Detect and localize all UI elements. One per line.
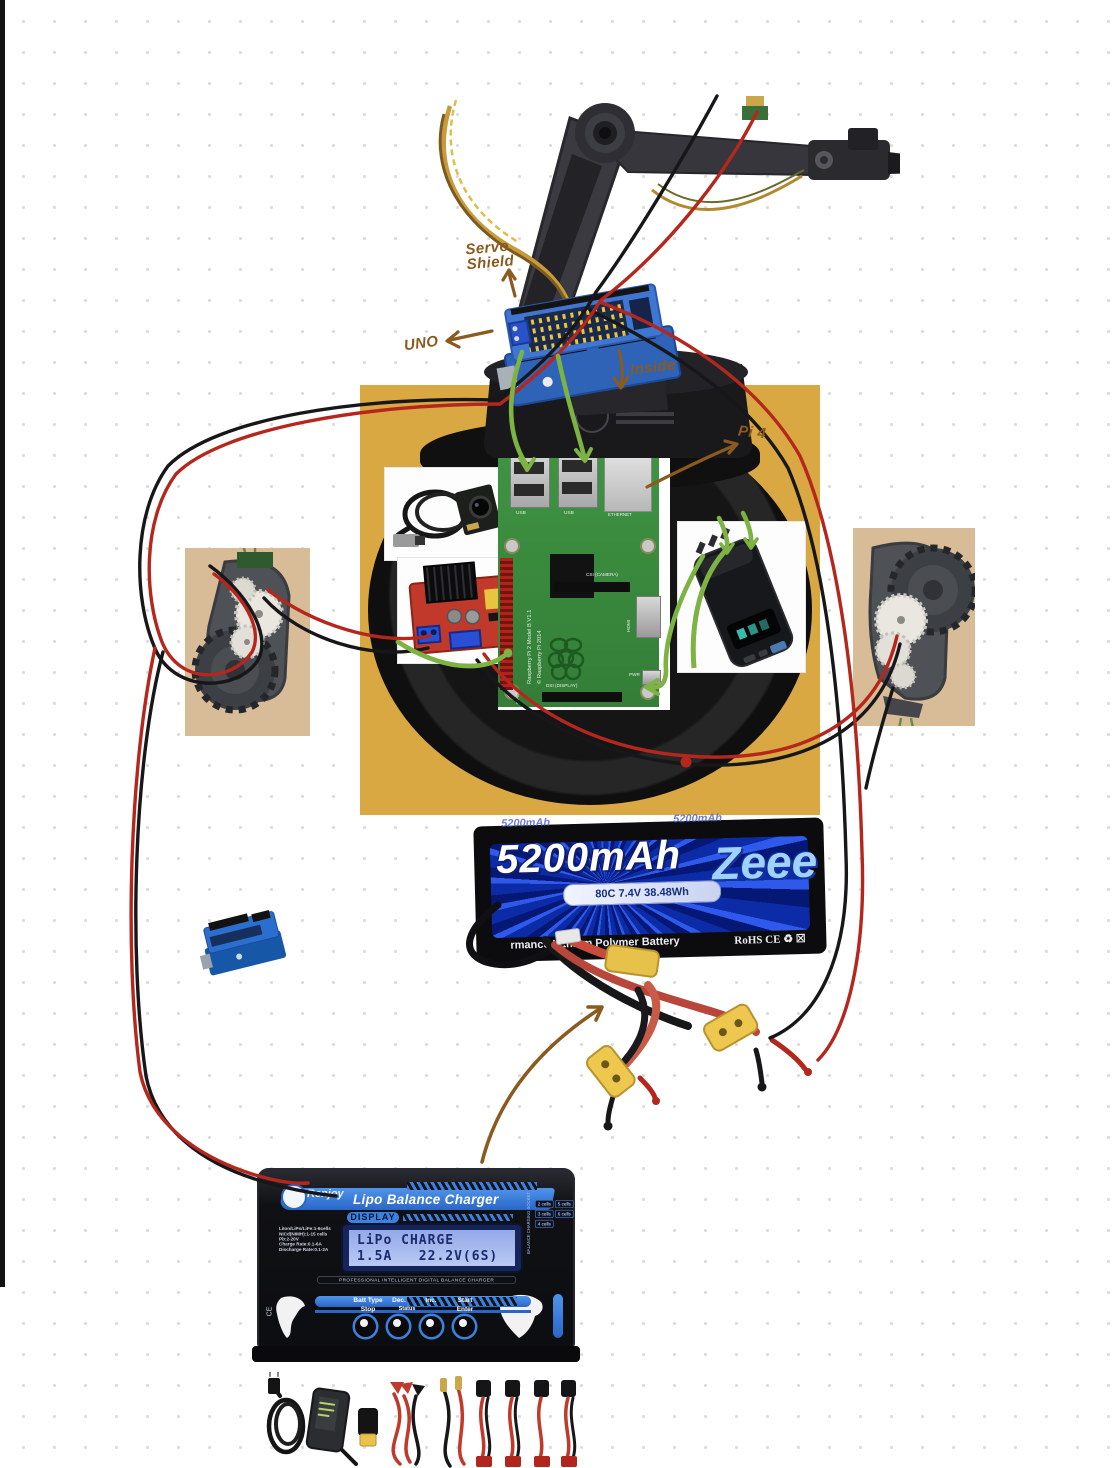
alligator-clips: [390, 1382, 425, 1466]
dsi-connector: [542, 692, 622, 702]
cell-labels: 2 cells 3 cells 4 cells: [535, 1200, 554, 1230]
usb-port: [743, 654, 756, 664]
hatch-stripes: [407, 1182, 537, 1190]
mount-hole: [504, 538, 520, 554]
start-label: Start: [457, 1297, 473, 1304]
cell-labels: 5 cells 6 cells: [555, 1200, 574, 1220]
wheel-pcb: [237, 552, 273, 568]
lcd-line2: 1.5A 22.2V(6S): [357, 1249, 499, 1264]
charger-footer: PROFESSIONAL INTELLIGENT DIGITAL BALANCE…: [317, 1276, 517, 1284]
raspberry-logo: [547, 637, 585, 681]
hatch-stripes: [407, 1297, 517, 1306]
cell-label: 6 cells: [555, 1209, 574, 1218]
xt60-right: [703, 1003, 759, 1052]
batt-type-label: Batt Type: [353, 1297, 383, 1304]
charger-specs: LiIon/LiPo/LiFe:1-6cells NiCd(NiMH):1-15…: [279, 1226, 343, 1252]
gripper: [888, 152, 900, 174]
dec-label: Dec.: [392, 1297, 406, 1304]
annotation-pi4: Pi 4: [737, 422, 768, 443]
green-cable: [690, 546, 730, 669]
black-wires: [134, 94, 902, 1198]
xt60-battery: [604, 944, 660, 978]
usb-camera-photo: [385, 468, 510, 560]
dec-knob: [388, 1316, 409, 1337]
xt60-left: [586, 1045, 636, 1098]
inc-label: Inc.: [425, 1297, 437, 1304]
power-adapter: [305, 1387, 358, 1466]
annotation-servo-shield: Servo Shield: [464, 237, 515, 274]
spec-line: Charge Rate:0.1-6A: [279, 1241, 322, 1247]
cell-label: 5 cells: [555, 1200, 574, 1209]
balance-plug: [554, 928, 581, 945]
servo-pin-field: [524, 299, 629, 353]
spec-line: NiCd(NiMH):1-15 cells: [279, 1231, 328, 1237]
ethernet-label: ETHERNET: [608, 512, 632, 517]
heatsink: [422, 561, 478, 604]
csi-label: CSI (CAMERA): [586, 572, 618, 578]
display-label: DISPLAY: [347, 1212, 399, 1223]
stop-knob: [355, 1316, 376, 1337]
power-label: PWR: [629, 672, 640, 678]
usb-label: USB: [564, 510, 574, 516]
stop-label: Stop: [360, 1306, 376, 1313]
servo-cable: [441, 105, 573, 307]
enter-knob: [454, 1316, 475, 1337]
spec-line: LiIon/LiPo/LiFe:1-6cells: [279, 1226, 331, 1232]
status-label: Status: [398, 1306, 416, 1312]
lcd-line1: LiPo CHARGE: [357, 1233, 455, 1248]
spec-line: Discharge Rate:0.1-2A: [279, 1246, 329, 1253]
cell-label: 3 cells: [535, 1209, 554, 1218]
charger-photo: Renjoy Lipo Balance Charger DISPLAY LiPo…: [252, 1168, 580, 1364]
power-bank-photo: [678, 522, 805, 672]
hdmi-port: [636, 596, 661, 638]
xt60-adapter: [358, 1408, 378, 1447]
cell-label: 4 cells: [535, 1219, 554, 1228]
charger-base: [252, 1346, 580, 1362]
spec-line: Pb:2-20V: [279, 1236, 299, 1242]
csi-connector: [554, 582, 630, 592]
mount-hole: [640, 538, 656, 554]
cell-label: 2 cells: [535, 1200, 554, 1209]
charger-title: Lipo Balance Charger: [353, 1192, 499, 1207]
world-map-west: [276, 1296, 305, 1338]
dsi-label: DSI (DISPLAY): [546, 683, 578, 689]
left-edge-strip: [0, 0, 5, 1287]
annotation-arrows: [445, 268, 739, 1164]
banana-clip-cable: [440, 1376, 466, 1468]
red-junction-dot: [680, 756, 692, 768]
reset-button: [542, 376, 553, 387]
right-wheel-photo: [853, 528, 975, 726]
usb-label: USB: [516, 510, 526, 516]
inc-knob: [421, 1316, 442, 1337]
charger-controls: Batt Type Dec. Inc. Start Stop Status En…: [257, 1290, 575, 1346]
hatch-stripes: [403, 1214, 513, 1221]
uno-lower-board: [204, 930, 287, 976]
arduino-uno-photo: [196, 903, 292, 977]
lcd-screen: LiPo CHARGE 1.5A 22.2V(6S): [349, 1230, 515, 1266]
raspberry-pi-photo: USB USB ETHERNET Raspberry Pi 2 Model B …: [498, 446, 670, 710]
green-wires: [395, 349, 759, 696]
camera-lens: [468, 495, 492, 519]
left-wheel-photo: [185, 548, 310, 736]
red-wires: [129, 110, 899, 1185]
adapter-cables: [476, 1380, 577, 1467]
accessories-photo: [258, 1372, 588, 1468]
side-accent: [553, 1294, 563, 1338]
usb-plug: [393, 534, 419, 547]
enter-label: Enter: [456, 1306, 474, 1313]
